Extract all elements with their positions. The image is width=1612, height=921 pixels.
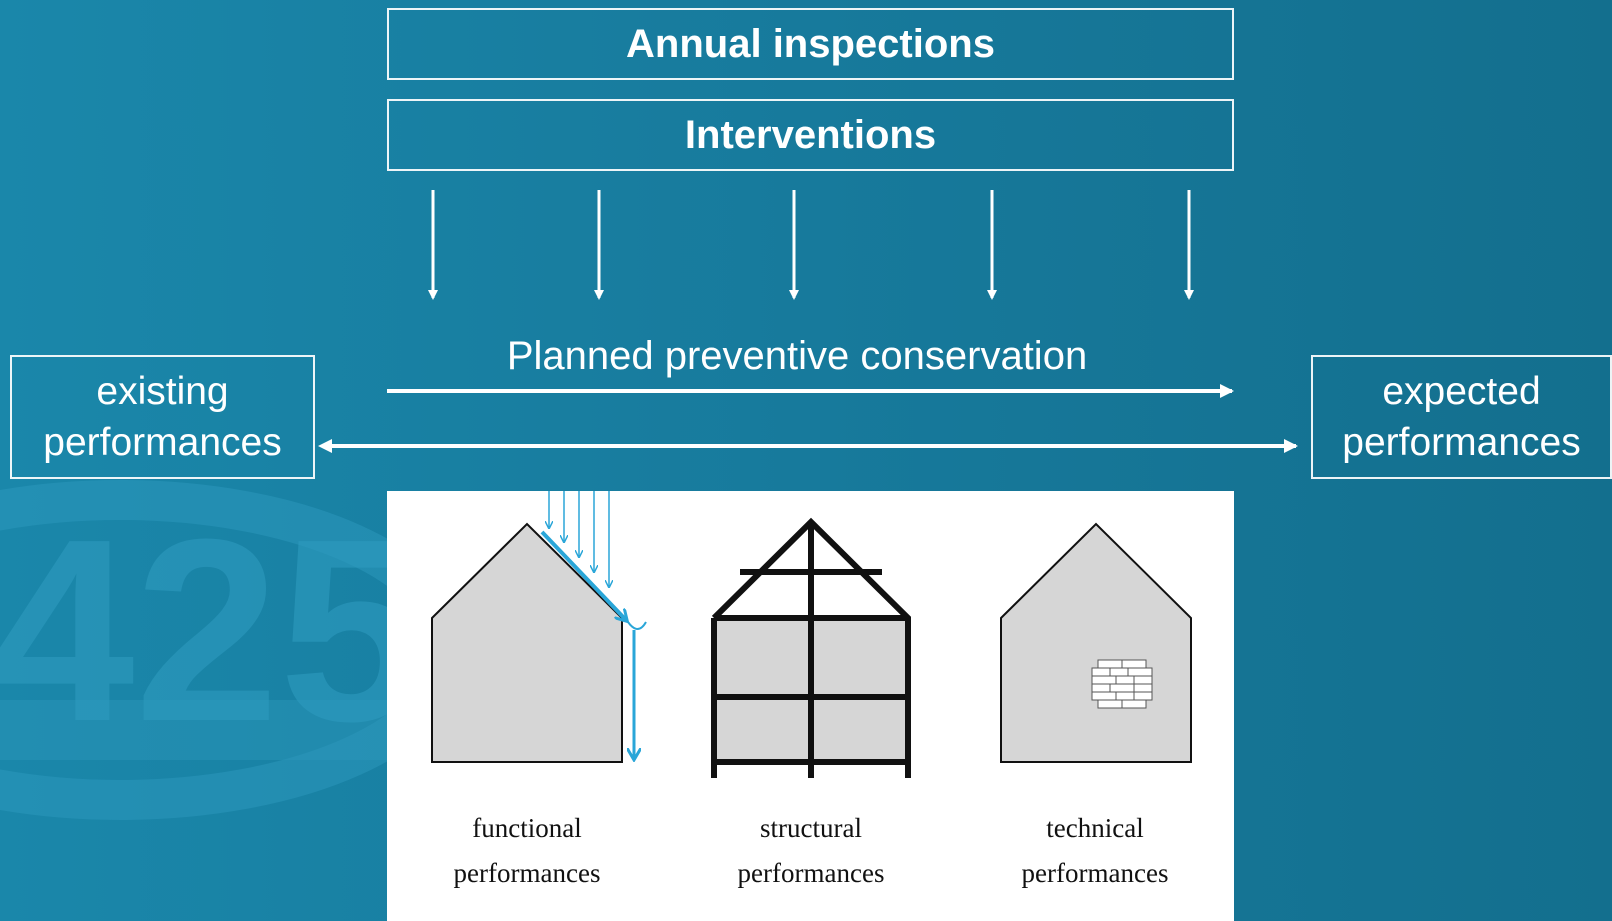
technical-line1: technical: [1046, 813, 1144, 843]
watermark-emblem: 425: [0, 460, 390, 921]
structural-line2: performances: [737, 858, 885, 888]
house-rain-gutter-icon: [431, 491, 647, 763]
annual-inspections-label: Annual inspections: [626, 21, 995, 66]
existing-performances-box: existing performances: [10, 355, 315, 479]
existing-line1: existing: [96, 370, 229, 413]
structural-performances-label: structural performances: [681, 806, 941, 896]
house-frame-icon: [711, 517, 911, 778]
existing-line2: performances: [43, 421, 282, 464]
expected-performances-box: expected performances: [1311, 355, 1612, 479]
functional-line2: performances: [453, 858, 601, 888]
interventions-box: Interventions: [387, 99, 1234, 171]
watermark-text: 425: [0, 486, 390, 776]
process-label: Planned preventive conservation: [506, 334, 1088, 378]
expected-line1: expected: [1382, 370, 1541, 413]
technical-performances-label: technical performances: [965, 806, 1225, 896]
technical-line2: performances: [1021, 858, 1169, 888]
house-brick-patch-icon: [1000, 522, 1192, 763]
interventions-label: Interventions: [684, 112, 937, 157]
functional-line1: functional: [472, 813, 582, 843]
annual-inspections-box: Annual inspections: [387, 8, 1234, 80]
functional-performances-label: functional performances: [397, 806, 657, 896]
expected-line2: performances: [1342, 421, 1581, 464]
structural-line1: structural: [760, 813, 862, 843]
